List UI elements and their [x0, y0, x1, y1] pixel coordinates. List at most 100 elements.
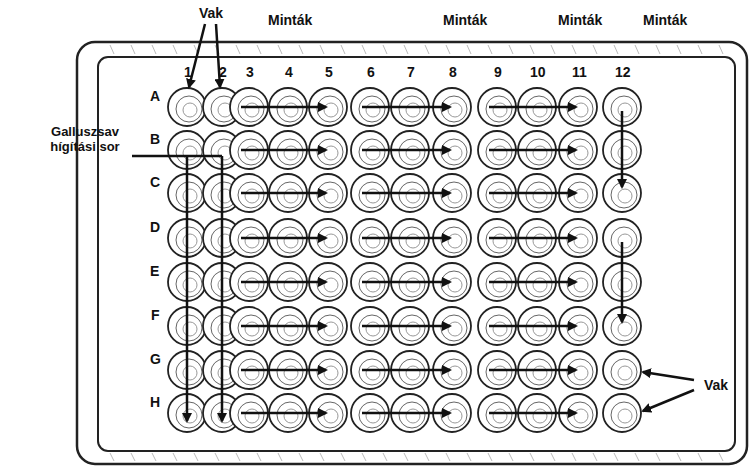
well-inner [526, 139, 552, 165]
well-inner [567, 96, 593, 122]
edge-hatch [488, 45, 492, 54]
pipetting-arrow [489, 149, 576, 152]
well-center [366, 278, 380, 292]
blank-label: Vak [199, 5, 223, 21]
edge-hatch [593, 45, 597, 54]
edge-hatch [635, 453, 639, 461]
well-center [245, 103, 259, 117]
well-center [245, 146, 259, 160]
well-inner [486, 96, 512, 122]
well-inner [277, 139, 303, 165]
edge-hatch [572, 45, 576, 54]
edge-hatch [131, 453, 135, 461]
well-center [618, 146, 632, 160]
well [603, 394, 641, 432]
pipetting-arrow [241, 192, 326, 195]
well-inner [359, 96, 385, 122]
well-inner [611, 96, 637, 122]
edge-hatch [236, 45, 240, 54]
well-inner [441, 182, 467, 208]
edge-hatch [173, 453, 177, 461]
column-number: 2 [219, 64, 227, 80]
well-inner [238, 96, 264, 122]
well-inner [567, 139, 593, 165]
well-inner [317, 139, 343, 165]
well-center [324, 146, 338, 160]
well-inner [441, 315, 467, 341]
pipetting-arrow [241, 281, 326, 284]
well-center [618, 278, 632, 292]
well-center [284, 366, 298, 380]
edge-hatch [110, 453, 114, 461]
row-letter: B [149, 131, 161, 147]
well-center [324, 103, 338, 117]
row-letter: A [149, 88, 161, 104]
edge-hatch [425, 45, 429, 54]
edge-hatch [383, 45, 387, 54]
column-number: 11 [572, 64, 587, 80]
edge-hatch [467, 453, 471, 461]
well-center [366, 366, 380, 380]
pipetting-arrow [643, 372, 694, 380]
well-inner [567, 315, 593, 341]
well-center [618, 409, 632, 423]
pipetting-arrow [489, 325, 576, 328]
edge-hatch [446, 453, 450, 461]
well-inner [277, 227, 303, 253]
well-center [574, 234, 588, 248]
well-center [574, 409, 588, 423]
well-center [245, 366, 259, 380]
edge-hatch [446, 45, 450, 54]
well-center [284, 322, 298, 336]
well-inner [611, 359, 637, 385]
well-inner [486, 227, 512, 253]
well-inner [238, 359, 264, 385]
pipetting-arrow [362, 325, 450, 328]
edge-hatch [509, 45, 513, 54]
well-inner [238, 271, 264, 297]
well-inner [277, 271, 303, 297]
sample-label: Minták [558, 12, 602, 28]
row-letter: H [149, 394, 161, 410]
well-inner [486, 359, 512, 385]
edge-hatch [173, 45, 177, 54]
well-center [284, 409, 298, 423]
edge-hatch [593, 453, 597, 461]
column-number: 3 [246, 64, 254, 80]
column-number: 5 [325, 64, 333, 80]
well-inner [359, 139, 385, 165]
well-center [493, 409, 507, 423]
row-letter: C [149, 174, 161, 190]
pipetting-arrow [186, 156, 189, 421]
column-number: 10 [530, 64, 546, 80]
edge-hatch [278, 453, 282, 461]
well-center [183, 103, 197, 117]
well-inner [359, 271, 385, 297]
well-inner [238, 402, 264, 428]
pipetting-arrow [621, 242, 624, 322]
well [168, 88, 206, 126]
well-inner [277, 315, 303, 341]
well-center [366, 103, 380, 117]
well-center [448, 103, 462, 117]
edge-hatch [635, 45, 639, 54]
well-center [245, 234, 259, 248]
column-number: 6 [367, 64, 375, 80]
pipetting-arrow [643, 390, 694, 411]
well-center [324, 409, 338, 423]
pipetting-arrow [489, 369, 576, 372]
well-inner [359, 402, 385, 428]
edge-hatch [404, 45, 408, 54]
well-inner [441, 139, 467, 165]
well-center [533, 146, 547, 160]
edge-hatch [614, 453, 618, 461]
well-inner [359, 227, 385, 253]
well-center [284, 103, 298, 117]
row-letter: E [149, 263, 160, 279]
well-center [406, 234, 420, 248]
well-center [574, 366, 588, 380]
edge-hatch [488, 453, 492, 461]
well-inner [399, 227, 425, 253]
well-center [574, 189, 588, 203]
pipetting-arrow [241, 412, 326, 415]
